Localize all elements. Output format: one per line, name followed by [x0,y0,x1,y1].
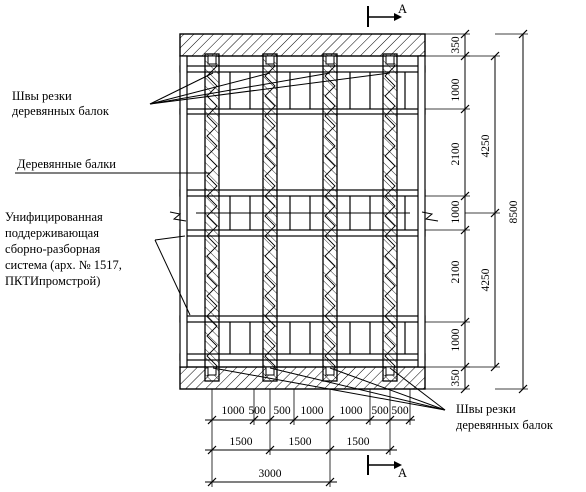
tick-bottom-1-5 [365,415,375,425]
tick-bottom-1-4 [325,415,335,425]
dim-bottom-500-a: 500 [248,405,266,417]
top-wall [179,33,426,57]
bottom-wall [179,366,426,390]
beam-seam-top-0 [207,55,217,65]
tick-right-mid-2 [490,362,500,372]
right-dimensions [425,29,528,394]
tick-bottom-2-1 [265,445,275,455]
section-label-top: А [398,2,407,16]
label-beams: Деревянные балки [17,157,116,171]
beam-seam-top-2 [325,55,335,65]
dim-right-4250-a: 4250 [480,134,492,157]
beam-seam-bottom-2 [325,366,335,376]
tick-right-outer-1 [518,384,528,394]
beam-seam-top-3 [385,55,395,65]
dim-right-1000-a: 1000 [450,78,462,101]
tick-right-mid-0 [490,51,500,61]
frame-post-0 [179,55,188,368]
dim-right-4250-b: 4250 [480,268,492,291]
tick-bottom-2-0 [207,445,217,455]
label-system-1: Унифицированная [5,210,103,224]
tick-right-inner-3 [460,191,470,201]
tick-bottom-1-1 [249,415,259,425]
tick-right-inner-0 [460,29,470,39]
tick-right-inner-4 [460,225,470,235]
beam-grain-2 [324,57,336,377]
dim-right-2100-a: 2100 [450,142,462,165]
dim-bottom-500-c: 500 [371,405,389,417]
section-mark-top: А [367,2,407,27]
dim-bottom-500-b: 500 [273,405,291,417]
dim-bottom-500-d: 500 [391,405,409,417]
dim-right-350-bottom: 350 [450,369,462,387]
label-seams-bottom-1: Швы резки [456,402,516,416]
label-system-2: поддерживающая [5,226,99,240]
dim-right-350-top: 350 [450,36,462,54]
dim-bottom-3000: 3000 [259,468,282,480]
dim-right-2100-b: 2100 [450,260,462,283]
beam-seam-bottom-1 [265,366,275,376]
beam-seam-top-1 [265,55,275,65]
section-mark-bottom: А [367,455,407,480]
tick-bottom-1-2 [265,415,275,425]
timber-beam-1 [262,53,278,382]
break-mark-right [421,211,439,222]
timber-beam-2 [322,53,338,382]
bottom-dimensions [205,389,415,487]
label-system-4: система (арх. № 1517, [5,258,122,272]
tick-bottom-3-0 [207,477,217,487]
beam-grain-3 [384,57,396,377]
dim-bottom-1500-a: 1500 [230,436,253,448]
label-seams-top-1: Швы резки [12,89,72,103]
label-seams-bottom-2: деревянных балок [456,418,554,432]
dim-right-8500: 8500 [508,200,520,223]
dim-right-1000-c: 1000 [450,328,462,351]
dim-bottom-1500-b: 1500 [289,436,312,448]
dim-bottom-1000-c: 1000 [340,405,363,417]
timber-beam-0 [204,53,220,382]
section-label-bottom: А [398,466,407,480]
dim-bottom-1000-b: 1000 [301,405,324,417]
tick-right-inner-2 [460,104,470,114]
beam-grain-1 [264,57,276,377]
beam-seam-bottom-0 [207,366,217,376]
tick-bottom-2-2 [325,445,335,455]
tick-right-outer-0 [518,29,528,39]
tick-bottom-2-3 [385,445,395,455]
tick-right-inner-7 [460,384,470,394]
tick-bottom-1-0 [207,415,217,425]
label-seams-top-2: деревянных балок [12,104,110,118]
label-system-5: ПКТИпромстрой) [5,274,100,288]
label-system-3: сборно-разборная [5,242,100,256]
tick-bottom-1-6 [385,415,395,425]
timber-beams [204,53,398,382]
dim-bottom-1000-a: 1000 [222,405,245,417]
dim-right-1000-b: 1000 [450,200,462,223]
tick-bottom-1-3 [289,415,299,425]
tick-right-inner-5 [460,317,470,327]
tick-bottom-1-7 [405,415,415,425]
dim-bottom-1500-c: 1500 [347,436,370,448]
tick-bottom-3-1 [325,477,335,487]
leader-lines [15,72,446,411]
timber-beam-3 [382,53,398,382]
support-frame [179,55,426,368]
frame-post-1 [417,55,426,368]
beam-grain-0 [206,57,218,377]
tick-right-mid-1 [490,208,500,218]
break-mark-left [169,211,187,222]
